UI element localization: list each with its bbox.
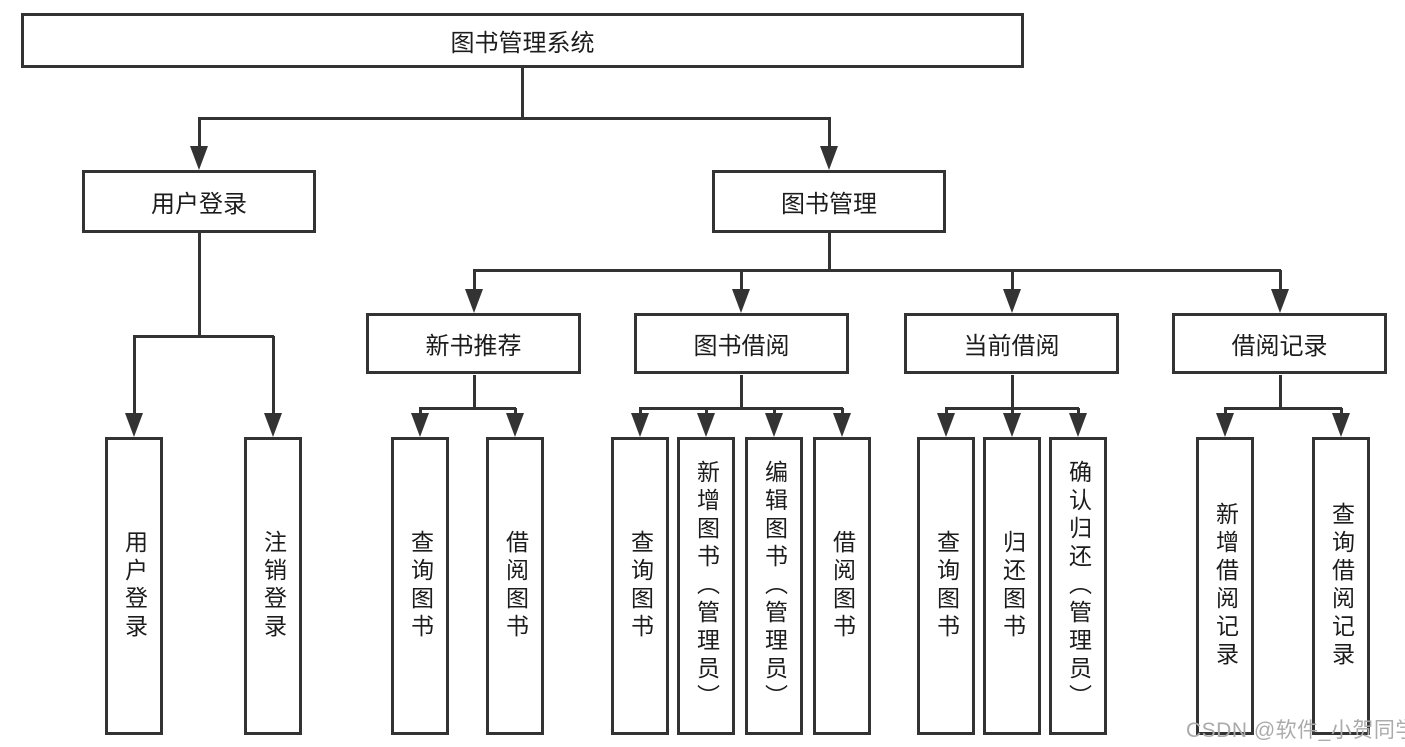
connector-line: [740, 270, 743, 291]
connector-line: [1279, 270, 1282, 291]
connector-line: [198, 233, 201, 337]
leaf-query-books-current: 查询图书: [917, 437, 975, 735]
node-label: 新书推荐: [425, 333, 522, 360]
node-label: 用户登录: [151, 191, 247, 218]
node-label: 归还图书: [999, 530, 1026, 642]
connector-line: [773, 408, 776, 415]
node-label: 查询图书: [933, 530, 960, 642]
node-label: 图书管理系统: [450, 30, 595, 57]
connector-line: [639, 408, 642, 415]
watermark: CSDN @软件_小贺同学: [1186, 719, 1405, 742]
connector-line: [1340, 408, 1343, 415]
connector-line: [198, 117, 201, 148]
node-book-borrowing: 图书借阅: [634, 313, 849, 374]
node-label: 用户登录: [121, 530, 148, 642]
node-label: 确认归还（管理员）: [1065, 460, 1092, 712]
arrow-down-icon: [1003, 413, 1021, 437]
arrow-down-icon: [125, 413, 143, 437]
node-label: 借阅图书: [829, 530, 856, 642]
leaf-add-book-admin: 新增图书（管理员）: [677, 437, 735, 735]
connector-line: [828, 233, 831, 272]
connector-line: [1279, 375, 1282, 409]
connector-line: [1077, 408, 1080, 415]
arrow-down-icon: [190, 146, 208, 170]
leaf-confirm-return-admin: 确认归还（管理员）: [1049, 437, 1107, 735]
leaf-borrow-books: 借阅图书: [813, 437, 871, 735]
connector-line: [841, 408, 844, 415]
arrow-down-icon: [937, 413, 955, 437]
connector-line: [1224, 408, 1227, 415]
node-library-management-system: 图书管理系统: [21, 13, 1024, 68]
node-current-borrowing: 当前借阅: [904, 313, 1119, 374]
arrow-down-icon: [411, 413, 429, 437]
connector-line: [133, 336, 136, 414]
leaf-edit-book-admin: 编辑图书（管理员）: [745, 437, 803, 735]
arrow-down-icon: [697, 413, 715, 437]
arrow-down-icon: [1003, 289, 1021, 313]
connector-line: [1011, 408, 1014, 415]
connector-line: [419, 408, 422, 415]
node-label: 注销登录: [260, 530, 287, 642]
arrow-down-icon: [1216, 413, 1234, 437]
node-label: 查询图书: [407, 530, 434, 642]
connector-line: [1011, 375, 1014, 409]
arrow-down-icon: [820, 146, 838, 170]
leaf-borrow-books-recommend: 借阅图书: [486, 437, 544, 735]
leaf-query-books-recommend: 查询图书: [391, 437, 449, 735]
leaf-return-book: 归还图书: [983, 437, 1041, 735]
node-label: 新增图书（管理员）: [693, 460, 720, 712]
node-book-management: 图书管理: [712, 170, 946, 233]
node-label: 新增借阅记录: [1212, 502, 1239, 670]
connector-line: [705, 408, 708, 415]
connector-line: [828, 117, 831, 148]
connector-line: [1224, 407, 1342, 410]
arrow-down-icon: [833, 413, 851, 437]
node-label: 查询图书: [627, 530, 654, 642]
arrow-down-icon: [765, 413, 783, 437]
node-label: 图书管理: [781, 191, 877, 218]
connector-line: [272, 336, 275, 414]
connector-line: [473, 269, 1281, 272]
node-label: 查询借阅记录: [1328, 502, 1355, 670]
node-new-book-recommend: 新书推荐: [366, 313, 581, 374]
node-label: 编辑图书（管理员）: [761, 460, 788, 712]
leaf-query-borrow-record: 查询借阅记录: [1312, 437, 1370, 735]
connector-line: [740, 375, 743, 409]
leaf-logout: 注销登录: [244, 437, 302, 735]
connector-line: [521, 68, 524, 119]
connector-line: [473, 375, 476, 409]
connector-line: [945, 408, 948, 415]
connector-line: [473, 270, 476, 291]
connector-line: [945, 407, 1079, 410]
connector-line: [419, 407, 516, 410]
arrow-down-icon: [1271, 289, 1289, 313]
connector-line: [639, 407, 843, 410]
arrow-down-icon: [631, 413, 649, 437]
arrow-down-icon: [465, 289, 483, 313]
connector-line: [514, 408, 517, 415]
arrow-down-icon: [264, 413, 282, 437]
arrow-down-icon: [1332, 413, 1350, 437]
arrow-down-icon: [506, 413, 524, 437]
node-label: 图书借阅: [693, 333, 790, 360]
node-label: 借阅图书: [502, 530, 529, 642]
connector-line: [133, 335, 274, 338]
connector-line: [1011, 270, 1014, 291]
node-label: 借阅记录: [1231, 333, 1328, 360]
node-borrow-records: 借阅记录: [1172, 313, 1387, 374]
arrow-down-icon: [732, 289, 750, 313]
arrow-down-icon: [1069, 413, 1087, 437]
leaf-user-login: 用户登录: [105, 437, 163, 735]
node-user-login: 用户登录: [82, 170, 316, 233]
leaf-query-books-borrow: 查询图书: [611, 437, 669, 735]
node-label: 当前借阅: [963, 333, 1060, 360]
connector-line: [198, 117, 830, 120]
leaf-add-borrow-record: 新增借阅记录: [1196, 437, 1254, 735]
